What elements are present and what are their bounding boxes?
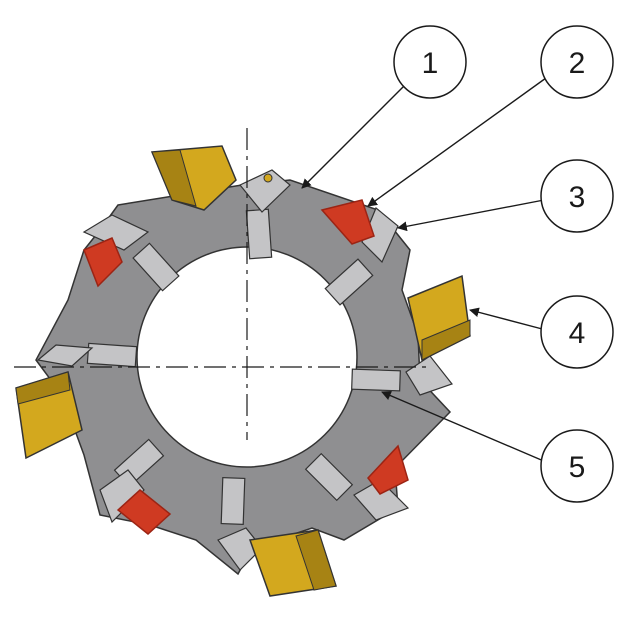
red-insert (320, 199, 375, 245)
leader-line (397, 199, 545, 232)
clamp-wedge (245, 208, 273, 260)
callout-circle (540, 159, 614, 233)
callout-label: 5 (569, 451, 586, 484)
callout-circle (393, 25, 467, 99)
yellow-insert-face (151, 149, 197, 207)
clamp-wedge (405, 355, 453, 396)
clamp-wedge (351, 368, 401, 392)
clamp-wedge (132, 242, 180, 292)
callout-label: 2 (569, 47, 586, 80)
screw-hole (263, 173, 273, 183)
yellow-insert-face (15, 371, 71, 405)
clamp-wedge (99, 469, 145, 524)
clamp-wedge (220, 477, 246, 525)
red-inserts (83, 199, 409, 535)
yellow-insert-face (421, 319, 471, 361)
leader-line (301, 85, 405, 189)
yellow-inserts (15, 145, 471, 597)
callout-circle (540, 25, 614, 99)
callout-circle (540, 429, 614, 503)
red-insert (116, 489, 172, 535)
red-insert (367, 444, 409, 495)
clamp-wedge (36, 344, 94, 367)
callout-circle (540, 295, 614, 369)
clamp-wedges (36, 169, 453, 571)
callout-label: 4 (569, 317, 586, 350)
leader-line (367, 77, 547, 207)
clamp-wedge (324, 258, 374, 306)
centerline-cross (14, 128, 430, 440)
clamp-wedge (353, 479, 410, 521)
callout-2: 2 (540, 25, 614, 99)
callout-label: 3 (569, 181, 586, 214)
callout-label: 1 (422, 47, 439, 80)
leader-line (469, 307, 547, 331)
leader-line (381, 390, 547, 463)
clamp-wedge (239, 169, 291, 213)
callout-5: 5 (540, 429, 614, 503)
yellow-insert-face (295, 529, 337, 591)
clamp-wedge (86, 342, 138, 368)
clamp-wedge (304, 452, 354, 502)
callout-4: 4 (540, 295, 614, 369)
callout-1: 1 (393, 25, 467, 99)
red-insert (83, 237, 123, 288)
callout-3: 3 (540, 159, 614, 233)
leader-lines (301, 77, 547, 463)
